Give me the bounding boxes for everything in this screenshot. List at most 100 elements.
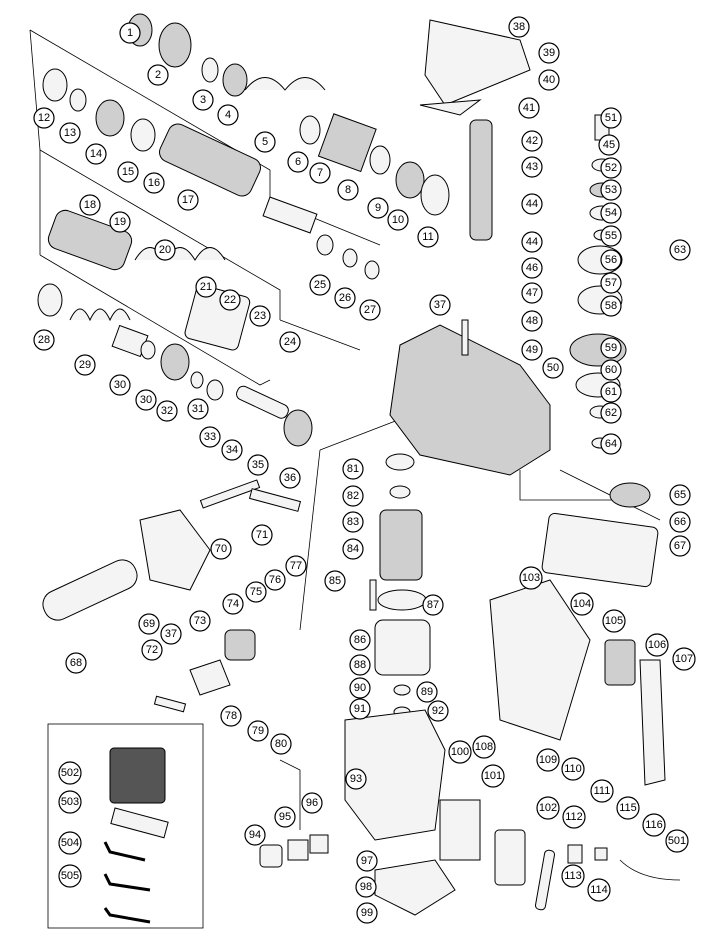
callout-circle (65, 652, 87, 674)
callout-70: 70 (210, 538, 232, 560)
callout-501: 501 (665, 829, 689, 853)
callout-label: 85 (329, 575, 341, 587)
callout-78: 78 (220, 705, 242, 727)
callout-circle (33, 107, 55, 129)
callout-circle (422, 594, 444, 616)
callout-label: 17 (182, 194, 194, 206)
callout-circle (561, 864, 585, 888)
callout-label: 47 (526, 287, 538, 299)
callout-circle (600, 179, 622, 201)
callout-circle (387, 209, 409, 231)
callout-circle (221, 439, 243, 461)
callout-circle (309, 274, 331, 296)
callout-circle (135, 389, 157, 411)
callout-104: 104 (570, 592, 594, 616)
callout-label: 15 (122, 166, 134, 178)
callout-circle (264, 569, 286, 591)
callout-label: 108 (475, 741, 493, 753)
callout-circle (154, 239, 176, 261)
callout-19: 19 (109, 211, 131, 233)
callout-label: 72 (146, 644, 158, 656)
callout-label: 110 (564, 763, 582, 775)
callout-circle (538, 69, 560, 91)
callout-circle (472, 735, 496, 759)
callout-35: 35 (247, 454, 269, 476)
callout-label: 46 (526, 262, 538, 274)
callout-68: 68 (65, 652, 87, 674)
callout-circle (222, 593, 244, 615)
callout-label: 37 (434, 299, 446, 311)
callout-label: 115 (619, 802, 637, 814)
callout-93: 93 (345, 768, 367, 790)
callout-7: 7 (309, 162, 331, 184)
callout-112: 112 (562, 805, 586, 829)
callout-circle (645, 633, 669, 657)
callout-circle (245, 581, 267, 603)
callout-503: 503 (58, 790, 82, 814)
callout-circle (416, 681, 438, 703)
callout-6: 6 (287, 151, 309, 173)
callout-24: 24 (279, 331, 301, 353)
callout-circle (481, 764, 505, 788)
callout-116: 116 (642, 813, 666, 837)
callout-label: 111 (594, 785, 611, 797)
callout-96: 96 (301, 792, 323, 814)
callout-circle (301, 792, 323, 814)
callout-label: 37 (165, 628, 177, 640)
callout-54: 54 (600, 202, 622, 224)
callout-111: 111 (590, 779, 614, 803)
callout-circle (600, 295, 622, 317)
callout-55: 55 (600, 225, 622, 247)
callout-circle (147, 64, 169, 86)
callout-113: 113 (561, 864, 585, 888)
callout-32: 32 (156, 400, 178, 422)
callout-circle (600, 107, 622, 129)
callout-label: 51 (605, 112, 617, 124)
callout-50: 50 (542, 357, 564, 379)
callout-circle (367, 197, 389, 219)
callout-circle (244, 824, 266, 846)
callout-114: 114 (587, 878, 611, 902)
callout-17: 17 (177, 189, 199, 211)
callout-circle (217, 104, 239, 126)
callout-label: 114 (590, 884, 608, 896)
callout-label: 49 (526, 344, 538, 356)
callout-30: 30 (135, 389, 157, 411)
callout-label: 75 (250, 586, 262, 598)
callout-91: 91 (349, 698, 371, 720)
callout-106: 106 (645, 633, 669, 657)
callout-label: 83 (347, 516, 359, 528)
callout-label: 25 (314, 279, 326, 291)
callout-label: 6 (295, 156, 301, 168)
callout-circle (519, 566, 543, 590)
callout-circle (521, 156, 543, 178)
callout-circle (355, 876, 377, 898)
callout-30: 30 (109, 374, 131, 396)
callout-circle (74, 354, 96, 376)
callout-18: 18 (79, 194, 101, 216)
callout-label: 7 (317, 167, 323, 179)
callout-circle (156, 400, 178, 422)
callout-label: 109 (539, 754, 557, 766)
callout-label: 35 (252, 459, 264, 471)
callout-circle (58, 831, 82, 855)
callout-label: 82 (347, 490, 359, 502)
callout-15: 15 (117, 161, 139, 183)
callout-circle (342, 485, 364, 507)
callout-58: 58 (600, 295, 622, 317)
callout-circle (521, 310, 543, 332)
callout-label: 27 (364, 304, 376, 316)
callout-51: 51 (600, 107, 622, 129)
callout-label: 97 (361, 855, 373, 867)
callout-circle (600, 272, 622, 294)
callout-label: 63 (674, 244, 686, 256)
callout-label: 20 (159, 244, 171, 256)
callout-label: 8 (345, 184, 351, 196)
callout-circle (349, 677, 371, 699)
callout-circle (356, 902, 378, 924)
callout-82: 82 (342, 485, 364, 507)
callout-label: 93 (350, 773, 362, 785)
callout-circle (521, 339, 543, 361)
callout-label: 103 (522, 572, 540, 584)
callout-label: 41 (523, 102, 535, 114)
